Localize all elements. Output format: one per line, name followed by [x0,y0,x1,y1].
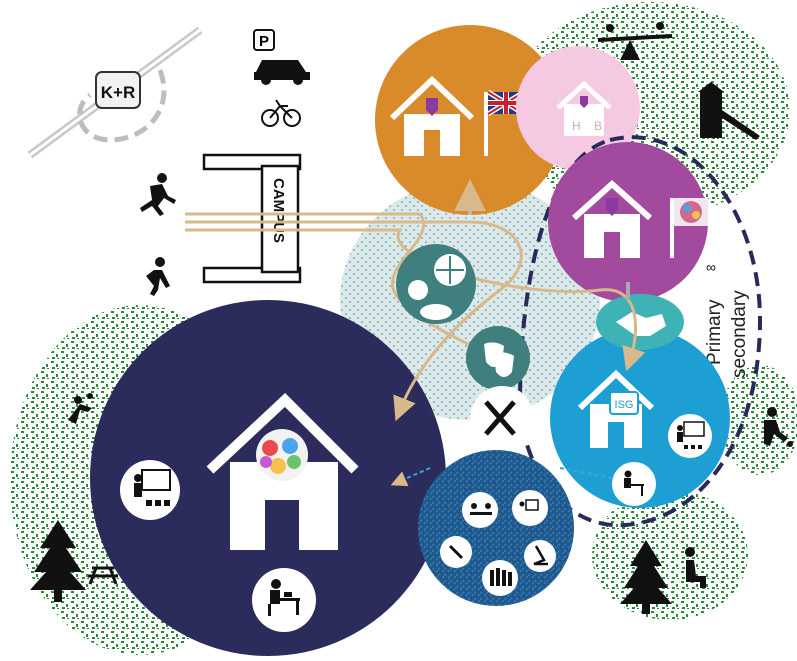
seesaw-icon [597,22,673,60]
bicycle-icon [261,99,301,127]
isg-teacher-icon [668,414,712,458]
facility-library-icon [482,560,518,596]
handshake-icon [596,294,684,350]
walker-icon [146,257,170,296]
isg-student-desk-icon [612,462,656,506]
runner-icon [140,173,176,216]
link-shared-to-lightblue [559,467,613,479]
kiss-and-ride-sign [95,71,141,109]
isg-sign [609,391,639,415]
facility-meeting-icon [462,492,498,528]
parking-label: P [259,33,269,50]
facility-art-icon [440,536,472,568]
hb-b-label: B [594,119,602,133]
orange-building-house-icon [389,75,475,156]
car-icon [254,60,310,85]
world-flag-icon [670,198,708,258]
tree-icon-left [30,520,86,602]
theatre-masks-icon [466,326,530,390]
picnic-table-icon [88,566,118,585]
primary-secondary-boundary [517,135,763,528]
sports-balls-icon [396,244,476,324]
facility-teacher-icon [512,490,548,526]
green-area-bottom-right [592,490,748,620]
tree-icon-right [620,540,672,614]
volleyball-player-icon [68,393,93,424]
navy-building-house-icon [206,393,359,550]
fork-knife-icon [470,386,534,450]
hb-h-label: H [572,119,581,133]
teacher-icon [120,460,180,520]
soccer-player-icon [764,407,793,447]
facility-microscope-icon [524,540,556,572]
magenta-building-house-icon [571,179,653,258]
pink-building-house-icon: H B [556,80,612,136]
kiss-and-ride-label: K+R [101,83,135,102]
campus-gate: CAMPUS [202,153,302,284]
student-desk-icon [252,568,316,632]
secondary-label: secondary [729,290,750,378]
isg-label: ISG [615,399,634,411]
primary-label: Primary [704,299,725,365]
person-sitting-icon [685,547,706,588]
kiss-and-ride-drop-off: K+R [27,26,203,159]
parking-icon: P [253,29,275,51]
campus-gate-label: CAMPUS [270,178,287,243]
green-area-right [720,365,797,475]
link-shared-to-navy [390,467,431,487]
infinity-symbol: ∞ [706,259,716,275]
multicolor-logo-icon [256,429,308,481]
light-blue-building-house-icon: ISG [577,369,655,448]
playground-slide-icon [698,82,760,140]
